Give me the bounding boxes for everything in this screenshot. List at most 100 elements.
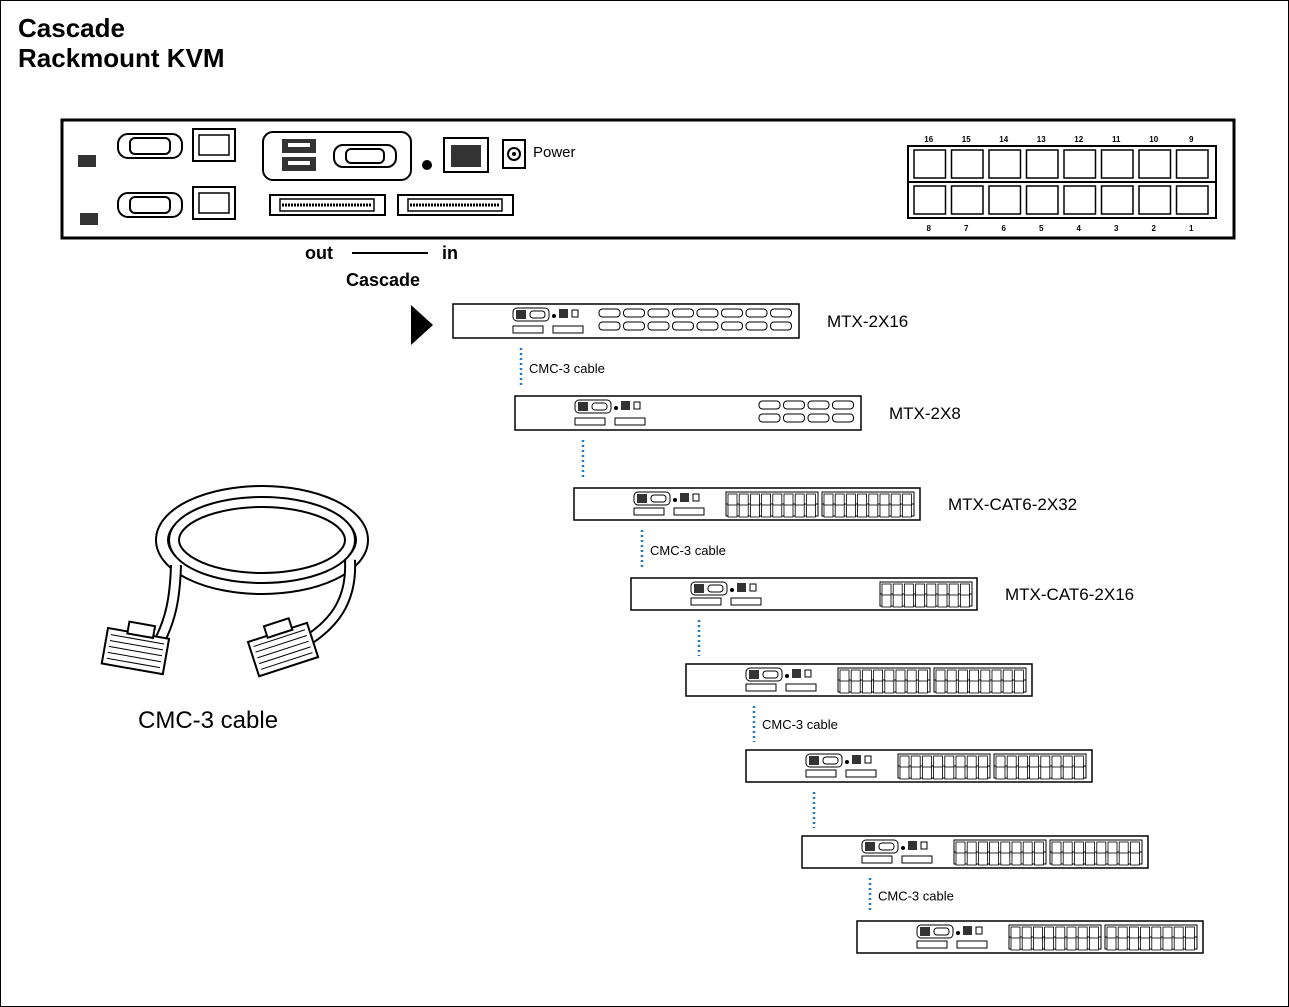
rj45-port-icon <box>1117 937 1128 951</box>
rj45-port-icon <box>727 504 738 518</box>
rj45-port-icon <box>1000 852 1011 866</box>
rj45-port-icon <box>1062 852 1073 866</box>
rj45-port-icon <box>1129 926 1139 940</box>
rj45-port-icon <box>1051 766 1062 780</box>
rj45-port-icon <box>1066 926 1077 940</box>
rj45-port-icon <box>1185 937 1195 951</box>
rj45-port-icon <box>1006 755 1017 769</box>
kvm-unit: MTX-2X8 <box>514 395 961 431</box>
rj45-port-icon <box>1175 149 1209 179</box>
rj45-port-icon <box>1107 841 1118 855</box>
vga-port-icon <box>696 321 719 331</box>
rj45-port-icon <box>902 504 912 518</box>
rj45-port-icon <box>1118 852 1129 866</box>
arrow-right-icon <box>411 305 433 345</box>
cable-caption: CMC-3 cable <box>138 707 278 734</box>
rj45-port-icon <box>1011 852 1022 866</box>
rj45-port-icon <box>761 493 771 507</box>
kvm-unit <box>801 835 1149 869</box>
rj45-port-icon <box>995 755 1006 769</box>
vga-port-icon <box>770 321 792 331</box>
vga-port-icon <box>672 321 694 331</box>
rj45-port-icon <box>1130 841 1140 855</box>
rj45-port-icon <box>978 841 988 855</box>
port-number-bottom: 1 <box>1189 224 1194 233</box>
vga-port-icon <box>696 308 719 318</box>
rj45-port-icon <box>1033 926 1043 940</box>
rj45-port-icon <box>1025 149 1059 179</box>
rj45-port-icon <box>946 669 957 683</box>
rj45-port-icon <box>910 755 921 769</box>
rj45-port-icon <box>1138 185 1172 215</box>
cascade-in-label: in <box>442 243 458 263</box>
vga-port-icon <box>783 413 805 423</box>
port-number-top: 12 <box>1074 135 1083 144</box>
vga-port-icon <box>807 400 830 410</box>
rj45-port-icon <box>1000 841 1011 855</box>
vga-port-icon <box>721 321 743 331</box>
rj45-port-icon <box>1010 926 1021 940</box>
rj45-port-icon <box>850 680 861 694</box>
rj45-port-icon <box>978 852 988 866</box>
rj45-port-icon <box>955 852 966 866</box>
rj45-port-icon <box>944 766 955 780</box>
rj45-port-icon <box>884 680 895 694</box>
rj45-port-icon <box>980 669 991 683</box>
usb-port-icon <box>282 139 316 171</box>
indicator-led <box>422 160 432 170</box>
rj45-port-icon <box>879 493 890 507</box>
kvm-unit <box>745 749 1093 783</box>
rj45-port-icon <box>846 493 856 507</box>
rj45-port-icon <box>794 493 805 507</box>
rj45-port-icon <box>1175 185 1209 215</box>
rj45-port-icon <box>955 755 966 769</box>
rj45-port-icon <box>1051 841 1062 855</box>
rj45-port-icon <box>980 680 991 694</box>
rj45-port-icon <box>1066 937 1077 951</box>
rj45-port-icon <box>1011 841 1022 855</box>
rj45-port-icon <box>846 504 856 518</box>
rj45-port-icon <box>910 766 921 780</box>
rj45-port-icon <box>899 766 910 780</box>
rj45-port-icon <box>834 493 845 507</box>
rj45-port-icon <box>960 583 970 597</box>
kvm-unit: MTX-2X16 <box>452 303 908 339</box>
serial-port-icon <box>117 192 183 218</box>
vga-port-icon <box>832 400 854 410</box>
port-number-top: 11 <box>1112 135 1121 144</box>
port-number-top: 10 <box>1149 135 1158 144</box>
rj45-port-icon <box>1063 185 1097 215</box>
link-caption: CMC-3 cable <box>529 361 605 376</box>
rj45-port-icon <box>1140 937 1150 951</box>
rj45-port-icon <box>1044 937 1054 951</box>
rj45-port-icon <box>958 680 968 694</box>
rj45-port-icon <box>750 493 760 507</box>
link-caption: CMC-3 cable <box>878 889 954 904</box>
rj45-port-icon <box>839 669 850 683</box>
rj45-port-icon <box>823 504 834 518</box>
rj45-port-icon <box>1096 841 1107 855</box>
rj45-port-icon <box>915 594 925 608</box>
rj45-port-icon <box>918 669 928 683</box>
vga-port-icon <box>672 308 694 318</box>
rj45-port-icon <box>1062 755 1073 769</box>
rj45-port-icon <box>1021 926 1032 940</box>
rj45-port-icon <box>902 493 912 507</box>
rj45-port-icon <box>850 669 861 683</box>
rj45-port-icon <box>1006 766 1017 780</box>
rj45-port-icon <box>1014 669 1024 683</box>
unit-name-label: MTX-2X8 <box>889 404 961 423</box>
link-caption: CMC-3 cable <box>762 717 838 732</box>
rj45-port-icon <box>966 755 977 769</box>
rj45-port-icon <box>989 852 999 866</box>
rj45-port-icon <box>857 504 867 518</box>
rj45-port-icon <box>1044 926 1054 940</box>
rj45-port-icon <box>761 504 771 518</box>
rj45-port-icon <box>906 669 917 683</box>
rj45-port-icon <box>1055 926 1066 940</box>
vga-port-icon <box>807 413 830 423</box>
port-number-top: 15 <box>962 135 971 144</box>
rj45-port-icon <box>933 766 943 780</box>
rj45-port-icon <box>948 583 959 597</box>
